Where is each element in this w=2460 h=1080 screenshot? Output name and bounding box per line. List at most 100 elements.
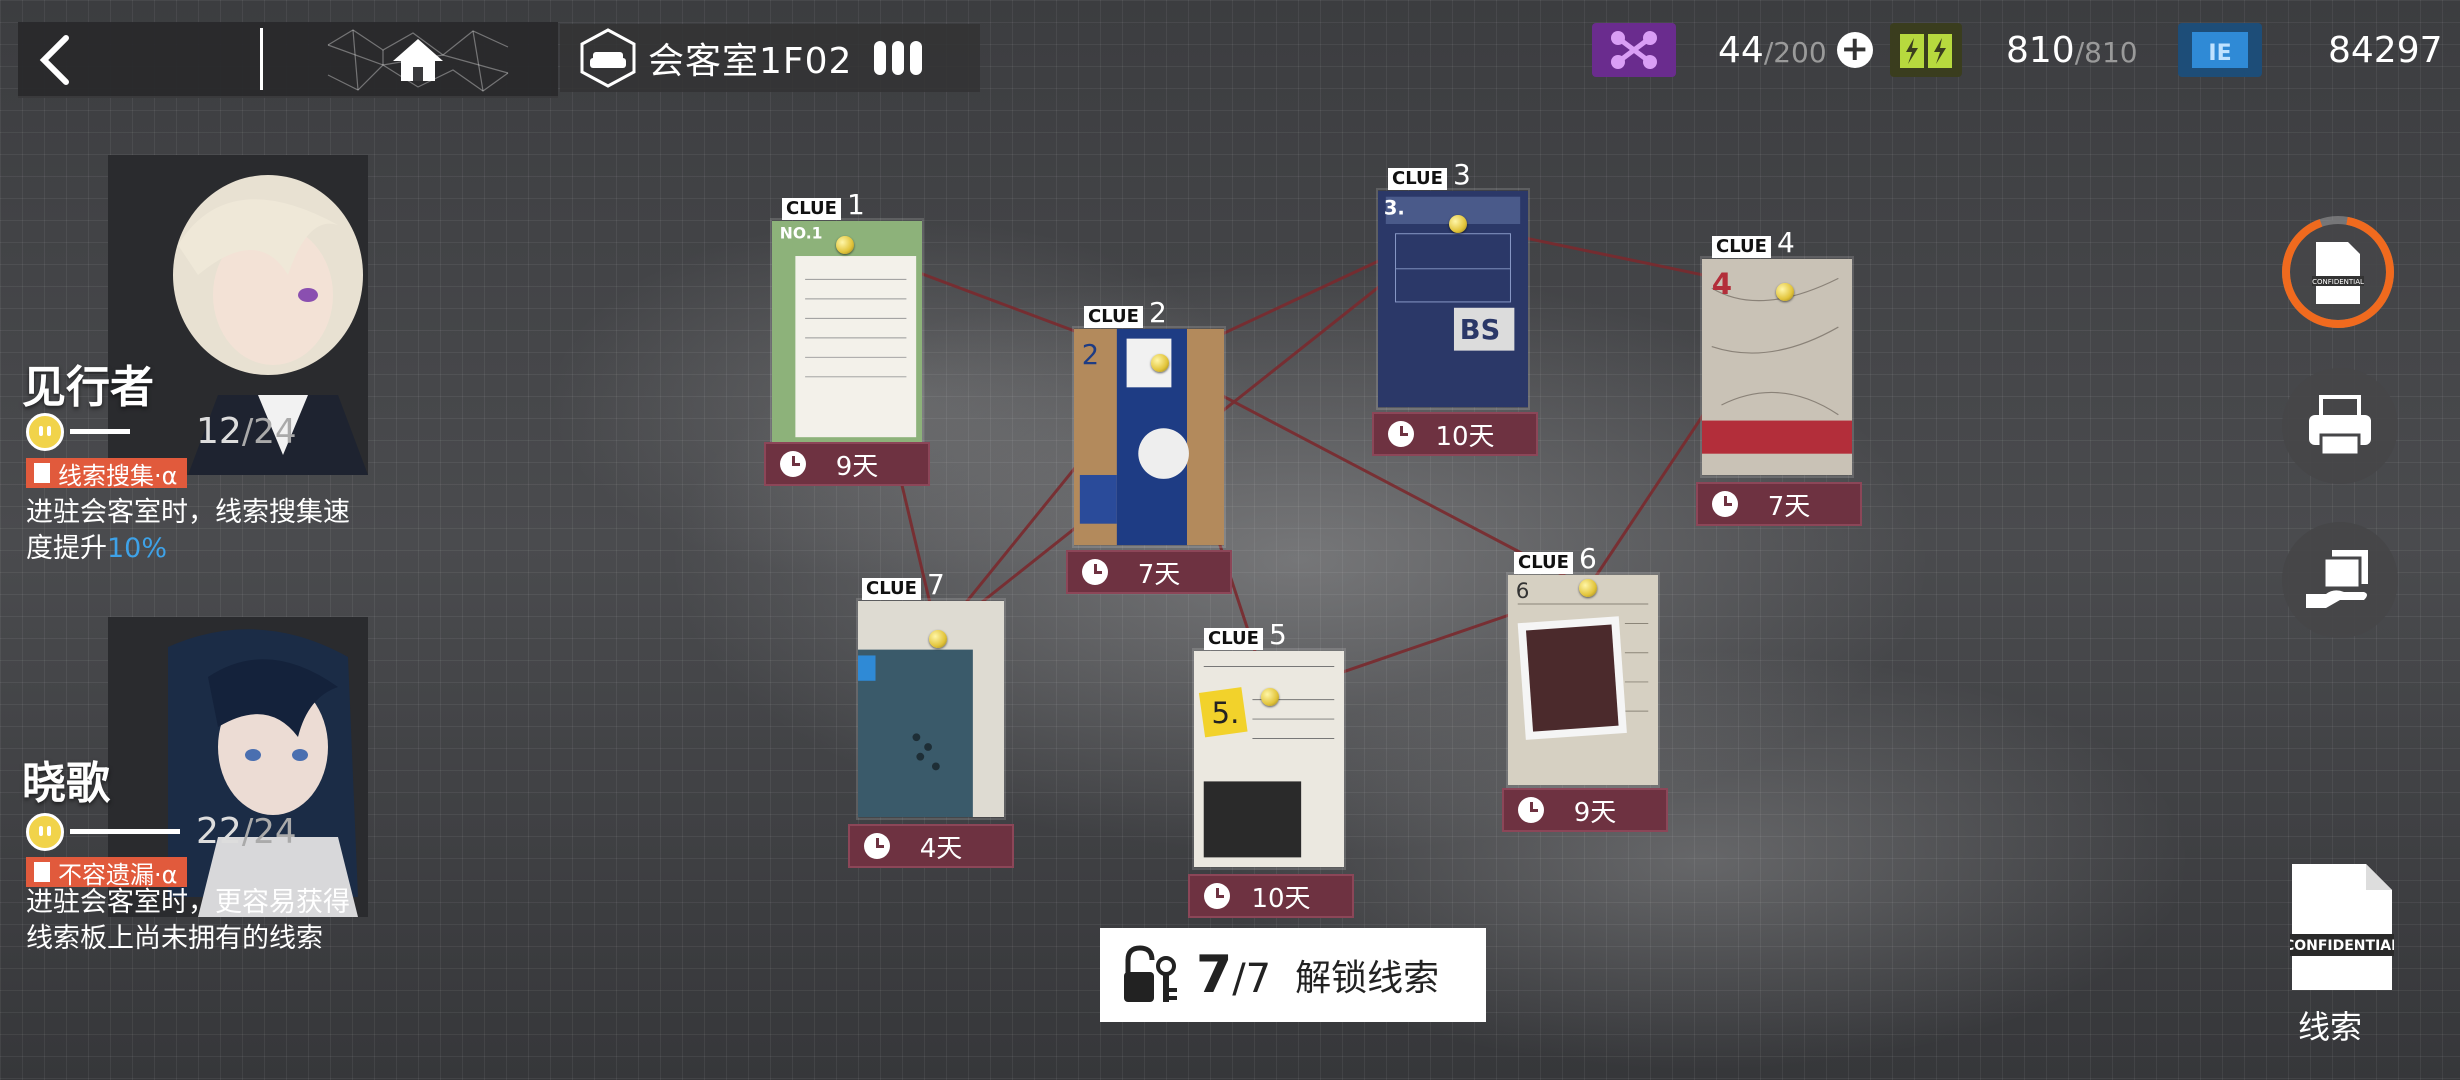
clue-timer-text: 7天 [1767, 491, 1811, 522]
clue-number: 2 [1148, 296, 1167, 329]
skill-description: 进驻会客室时，线索搜集速度提升10% [26, 495, 371, 567]
mood-bar [70, 829, 180, 834]
confidential-document-icon[interactable]: CONFIDENTIAL [2290, 862, 2394, 992]
back-arrow-icon [39, 35, 69, 85]
operator-panel: 见行者 12/24 线索搜集·α 进驻会客室时，线索搜集速度提升10% 晓歌 2… [8, 155, 368, 1075]
room-title-bar: 会客室1F02 [560, 24, 980, 92]
clock-icon [1204, 883, 1230, 909]
operator-card-2[interactable]: 晓歌 22/24 不容遗漏·α 进驻会客室时，更容易获得线索板上尚未拥有的线索 [8, 617, 368, 1075]
clue-timer: 10天 [1188, 874, 1354, 918]
unlock-max: /7 [1232, 956, 1272, 1002]
clock-icon [864, 833, 890, 859]
clock-icon [1712, 491, 1738, 517]
skill-description: 进驻会客室时，更容易获得线索板上尚未拥有的线索 [26, 885, 371, 957]
hand-document-icon [2306, 550, 2368, 608]
drone-icon [1592, 23, 1676, 77]
mood-face-icon [26, 813, 64, 851]
battery-icon [1890, 23, 1962, 77]
share-clue-button[interactable] [2282, 522, 2398, 638]
lmd-resource: IE 84297 [2178, 22, 2443, 78]
clue-timer: 7天 [1066, 550, 1232, 594]
print-button[interactable] [2282, 368, 2398, 484]
skill-desc-highlight: 10% [107, 533, 168, 564]
printer-icon [2309, 395, 2371, 457]
top-nav-bar [18, 22, 558, 98]
skill-name: 线索搜集·α [58, 461, 178, 490]
svg-text:IE: IE [2208, 41, 2231, 66]
pin-icon [1579, 579, 1597, 597]
skill-name: 不容遗漏·α [58, 860, 178, 889]
clue-timer: 4天 [848, 824, 1014, 868]
sofa-icon [580, 28, 636, 88]
lmd-icon: IE [2178, 23, 2262, 77]
nav-divider [260, 28, 263, 90]
sanity-current: 810 [2006, 29, 2075, 71]
unlock-clues-button[interactable]: 7/7 解锁线索 [1100, 928, 1486, 1022]
room-name: 会客室1F02 [648, 41, 853, 82]
clue-timer: 9天 [764, 442, 930, 486]
pin-icon [1449, 215, 1467, 233]
skill-tag: 不容遗漏·α [26, 857, 188, 889]
add-drone-button[interactable]: + [1836, 32, 1873, 68]
confidential-progress-button[interactable]: CONFIDENTIAL [2278, 212, 2398, 332]
unlock-keys-icon [1124, 945, 1177, 1002]
svg-text:NO.1: NO.1 [780, 224, 823, 242]
svg-text:4: 4 [1712, 267, 1732, 301]
clue-number: 1 [846, 188, 865, 221]
sanity-resource: 810/810 [1890, 22, 2138, 78]
home-icon [327, 29, 509, 92]
clue-timer-text: 9天 [835, 451, 879, 482]
clue-menu-label[interactable]: 线索 [2298, 1008, 2363, 1046]
drone-resource: 44/200 + [1592, 22, 1873, 78]
clue-timer: 10天 [1372, 412, 1538, 456]
home-button[interactable] [318, 22, 518, 98]
clue-timer-text: 7天 [1137, 559, 1181, 590]
drone-current: 44 [1718, 29, 1764, 71]
pin-icon [1151, 354, 1169, 372]
back-button[interactable] [36, 22, 146, 98]
clue-number: 5 [1268, 618, 1287, 651]
operator-card-1[interactable]: 见行者 12/24 线索搜集·α 进驻会客室时，线索搜集速度提升10% [8, 155, 368, 615]
clue-document-image: 6 [1506, 572, 1660, 788]
mood-bar [70, 429, 130, 434]
clue-document-image: NO.1 [770, 218, 924, 446]
skill-tag: 线索搜集·α [26, 458, 188, 490]
svg-text:2: 2 [1082, 340, 1099, 371]
sanity-max: /810 [2074, 35, 2138, 69]
mood-current: 12 [196, 411, 242, 452]
clue-word: CLUE [1388, 168, 1447, 190]
skill-desc-text: 进驻会客室时，更容易获得线索板上尚未拥有的线索 [26, 887, 350, 954]
clue-timer-text: 4天 [919, 833, 963, 864]
clue-number: 6 [1578, 542, 1597, 575]
unlock-count: 7 [1196, 945, 1233, 1005]
clock-icon [1388, 421, 1414, 447]
mood-indicator: 12/24 [26, 411, 366, 453]
document-icon [34, 463, 50, 483]
clue-number: 7 [926, 568, 945, 601]
svg-text:3.: 3. [1384, 196, 1405, 219]
operator-name: 晓歌 [22, 758, 110, 809]
mood-max: /24 [241, 412, 297, 452]
confidential-mini-text: CONFIDENTIAL [2312, 278, 2364, 286]
unlock-label: 解锁线索 [1295, 958, 1440, 999]
mood-indicator: 22/24 [26, 811, 366, 853]
clue-document-image: 4 [1700, 256, 1854, 478]
clue-word: CLUE [1514, 552, 1573, 574]
clue-number: 3 [1452, 158, 1471, 191]
clock-icon [1518, 797, 1544, 823]
pin-icon [836, 236, 854, 254]
clue-document-image: 2 [1072, 326, 1226, 548]
clue-document-image: 5. [1192, 648, 1346, 870]
confidential-text: CONFIDENTIAL [2290, 938, 2394, 954]
clue-number: 4 [1776, 226, 1795, 259]
svg-text:6: 6 [1516, 579, 1530, 604]
skill-desc-text: 进驻会客室时，线索搜集速度提升 [26, 497, 350, 564]
pin-icon [1776, 283, 1794, 301]
clue-timer-text: 10天 [1435, 421, 1495, 452]
